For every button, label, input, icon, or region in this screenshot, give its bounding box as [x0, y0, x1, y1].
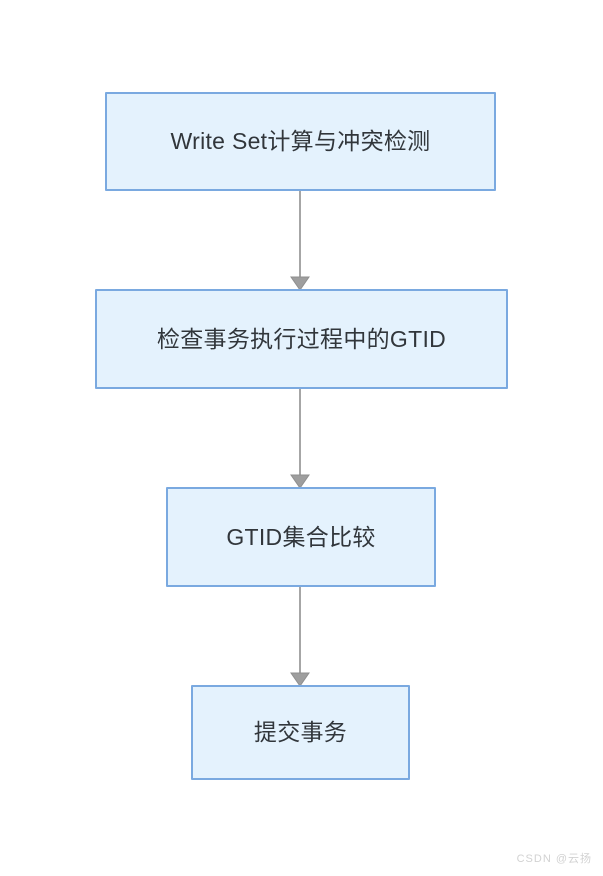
flow-node-label: Write Set计算与冲突检测 — [170, 128, 431, 155]
edge-node-3-to-node-4 — [290, 587, 310, 687]
csdn-watermark: CSDN @云扬 — [516, 853, 592, 865]
edge-node-2-to-node-3 — [290, 389, 310, 489]
flow-node-commit-transaction[interactable]: 提交事务 — [191, 685, 410, 780]
flow-node-label: 检查事务执行过程中的GTID — [156, 325, 447, 352]
flow-node-label: GTID集合比较 — [226, 523, 376, 550]
flow-node-write-set[interactable]: Write Set计算与冲突检测 — [105, 92, 496, 191]
flow-node-label: 提交事务 — [253, 719, 348, 746]
flow-node-gtid-compare[interactable]: GTID集合比较 — [166, 487, 436, 587]
flow-node-check-gtid[interactable]: 检查事务执行过程中的GTID — [95, 289, 508, 389]
edge-node-1-to-node-2 — [290, 191, 310, 291]
